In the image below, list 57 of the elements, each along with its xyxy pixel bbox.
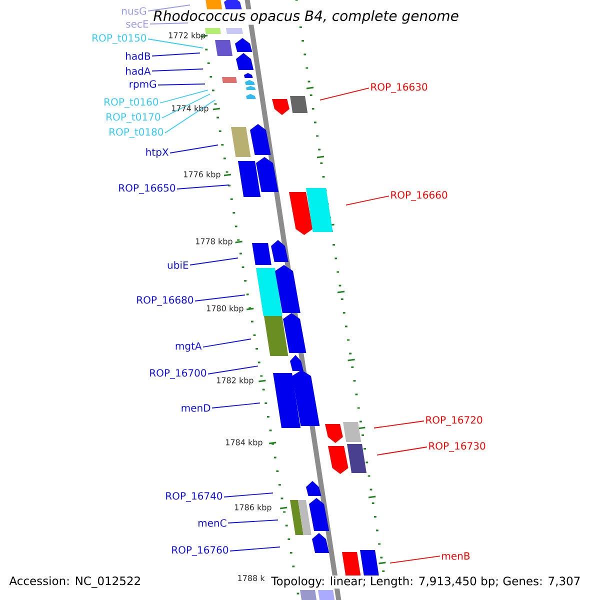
scale-label: 1788 k	[238, 574, 265, 582]
gene-label: ROP_t0170	[106, 113, 160, 123]
gene-label: menB	[442, 552, 470, 560]
leader-line	[390, 556, 440, 564]
scale-label: 1778 kbp	[196, 238, 232, 246]
leader-line	[158, 84, 206, 86]
title: Rhodococcus opacus B4, complete genome	[152, 9, 460, 25]
scale-label: 1782 kbp	[217, 377, 254, 385]
leader-line	[190, 258, 238, 266]
leader-line	[202, 338, 252, 348]
leader-line	[212, 402, 260, 408]
leader-line	[160, 90, 208, 104]
leader-line	[224, 492, 274, 498]
scale-label: 1784 kbp	[226, 439, 262, 447]
gene-label: ROP_t0180	[110, 128, 164, 138]
gene-label: ubiE	[168, 261, 188, 269]
gene-label: ROP_16740	[166, 492, 222, 502]
leader-line	[152, 52, 200, 56]
gene-label: ROP_16730	[429, 442, 486, 452]
leader-line	[346, 196, 390, 206]
leader-line	[320, 88, 370, 100]
leader-line	[374, 420, 424, 428]
gene-label: mgtA	[176, 342, 202, 352]
gene-label: ROP_16660	[391, 191, 448, 201]
gene-label: htpX	[146, 148, 168, 158]
scale-label: 1780 kbp	[207, 305, 244, 313]
gene-label: ROP_16680	[137, 296, 194, 306]
leader-line	[376, 446, 428, 456]
gene-label: ROP_16700	[150, 369, 206, 379]
leader-line	[208, 366, 258, 374]
gene-label: secE	[126, 20, 148, 28]
gene-label: ROP_16760	[172, 546, 228, 556]
gene-label: ROP_16630	[371, 83, 428, 93]
scale-label: 1776 kbp	[184, 171, 220, 179]
leader-line	[152, 68, 204, 72]
leader-line	[148, 4, 190, 12]
info-text: Accession: NC_012522	[9, 576, 140, 588]
gene-label: nusG	[122, 7, 146, 15]
leader-line	[170, 144, 218, 154]
gene-label: ROP_t0150	[92, 34, 146, 44]
gene-label: menD	[182, 404, 210, 412]
leader-line	[150, 22, 188, 24]
gene-label: rpmG	[130, 80, 156, 90]
scale-label: 1786 kbp	[235, 504, 272, 512]
leader-line	[148, 38, 204, 48]
gene-label: hadA	[126, 67, 151, 75]
gene-label: hadB	[126, 52, 150, 60]
scale-label: 1772 kbp	[169, 32, 206, 40]
leader-line	[176, 184, 230, 190]
gene-label: ROP_16650	[119, 184, 176, 194]
gene-label: menC	[198, 519, 226, 527]
gene-label: ROP_16720	[426, 416, 482, 426]
leader-line	[228, 520, 278, 524]
info-text: Topology: linear; Length: 7,913,450 bp; Genes: 7,307	[270, 575, 582, 589]
gene-label: ROP_t0160	[104, 98, 158, 108]
leader-line	[230, 546, 280, 552]
leader-line	[194, 294, 246, 302]
